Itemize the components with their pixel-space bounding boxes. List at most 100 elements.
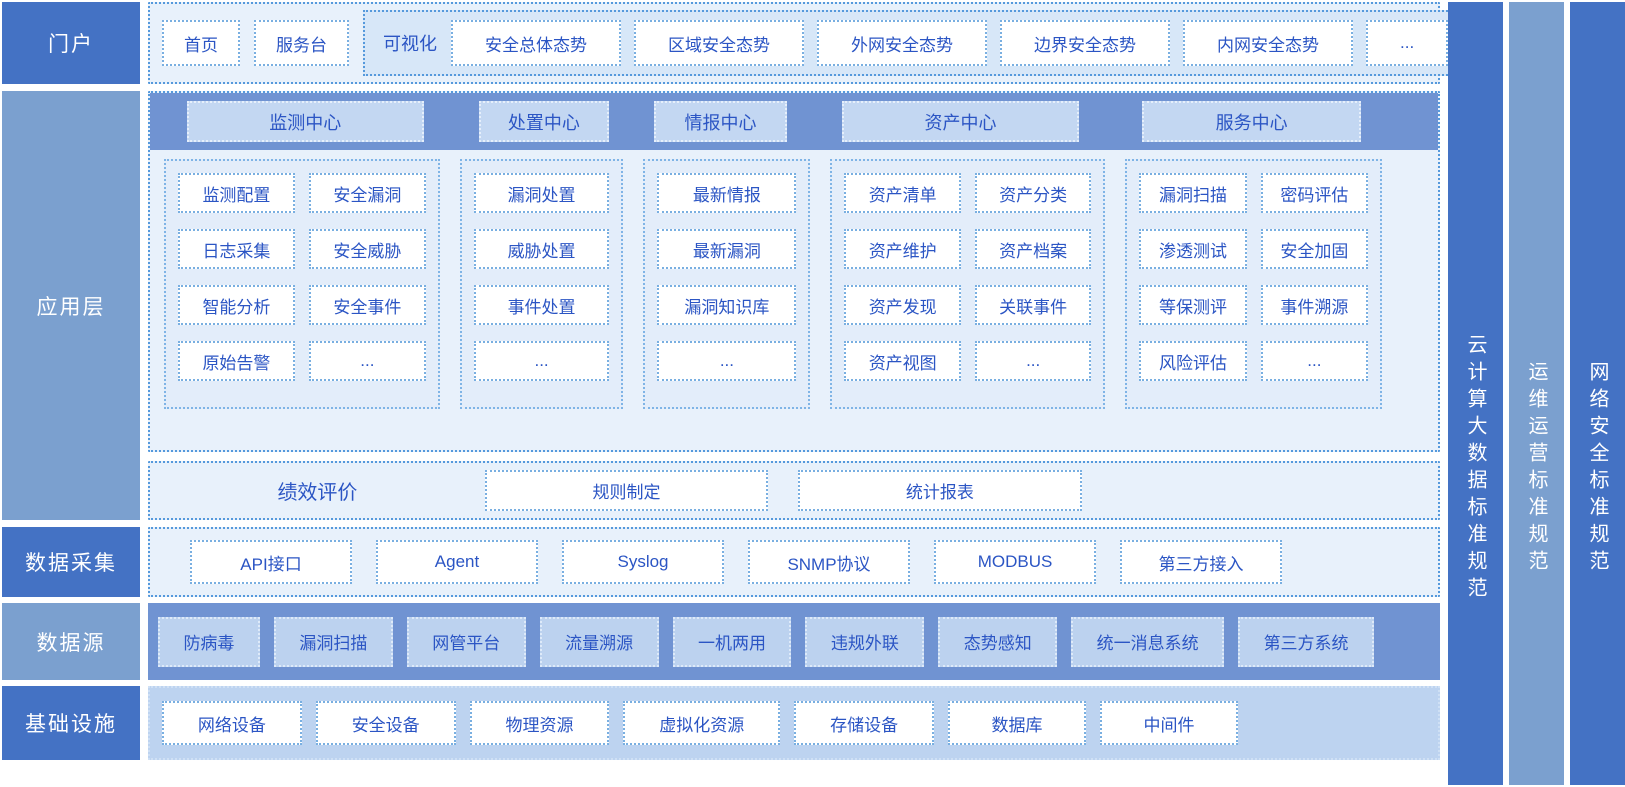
layer-label-infrastructure: 基础设施 [2,686,140,760]
app-module: 资产分类 [974,173,1092,213]
app-module: ... [308,341,426,381]
app-module: 威胁处置 [473,229,610,269]
app-module: ... [1260,341,1369,381]
data-collection-row: API接口 Agent Syslog SNMP协议 MODBUS 第三方接入 [148,527,1440,597]
center-cell: 情报中心 [641,101,800,142]
data-source-item: 网管平台 [406,616,526,667]
collection-method: SNMP协议 [748,540,910,584]
portal-nav-servicedesk: 服务台 [254,20,349,66]
app-module: ... [473,341,610,381]
module-list: 安全漏洞安全威胁安全事件... [308,173,426,395]
data-source-item: 流量溯源 [539,616,659,667]
app-module: 安全漏洞 [308,173,426,213]
app-module: ... [657,341,797,381]
module-list: 资产清单资产维护资产发现资产视图 [844,173,961,395]
infrastructure-item: 网络设备 [162,701,302,745]
app-module: 资产视图 [844,341,961,381]
data-source-item: 一机两用 [672,616,792,667]
performance-row: 绩效评价 规则制定 统计报表 [148,461,1440,520]
layer-label-data-collection: 数据采集 [2,527,140,597]
app-module: 安全威胁 [308,229,426,269]
app-module: 资产清单 [844,173,961,213]
standards-bars: 云计算大数据标准规范 运维运营标准规范 网络安全标准规范 [1448,2,1625,787]
app-module: 最新情报 [657,173,797,213]
visualization-item: 安全总体态势 [451,20,621,66]
standard-bar-network-security: 网络安全标准规范 [1570,2,1625,785]
visualization-label: 可视化 [383,34,437,54]
column-intelligence-center: 最新情报最新漏洞漏洞知识库... [643,159,811,409]
app-module: 渗透测试 [1139,229,1247,269]
performance-evaluation-label: 绩效评价 [277,482,358,504]
app-module: 智能分析 [178,285,295,325]
app-module: 安全事件 [308,285,426,325]
module-list: 密码评估安全加固事件溯源... [1260,173,1369,395]
layer-label-data-source: 数据源 [2,603,140,680]
data-source-item: 统一消息系统 [1071,616,1225,667]
app-module: 密码评估 [1260,173,1369,213]
app-module: 风险评估 [1139,341,1247,381]
app-module: 漏洞知识库 [657,285,797,325]
module-list: 漏洞扫描渗透测试等保测评风险评估 [1139,173,1247,395]
diagram-body: 首页 服务台 可视化 安全总体态势区域安全态势外网安全态势边界安全态势内网安全态… [148,2,1461,787]
application-panel: 监测中心 处置中心 情报中心 资产中心 服务中心 [148,91,1440,452]
app-module: 资产发现 [844,285,961,325]
application-columns: 监测配置日志采集智能分析原始告警 安全漏洞安全威胁安全事件... 漏洞处置威胁处… [164,159,1382,409]
center-header-service: 服务中心 [1142,101,1362,142]
module-list: 监测配置日志采集智能分析原始告警 [178,173,295,395]
infrastructure-row: 网络设备安全设备物理资源虚拟化资源存储设备数据库中间件 [148,686,1440,760]
center-cell: 资产中心 [820,101,1102,142]
collection-method: Agent [376,540,538,584]
layer-label-portal: 门户 [2,2,140,84]
center-header-monitoring: 监测中心 [186,101,424,142]
app-module: 监测配置 [178,173,295,213]
data-source-item: 违规外联 [805,616,925,667]
visualization-item: 外网安全态势 [817,20,987,66]
standard-bar-ops-operation: 运维运营标准规范 [1509,2,1564,785]
app-module: 安全加固 [1260,229,1369,269]
visualization-item: 边界安全态势 [1000,20,1170,66]
data-source-item: 第三方系统 [1238,616,1375,667]
app-module: 事件溯源 [1260,285,1369,325]
infrastructure-item: 虚拟化资源 [623,701,781,745]
visualization-item: 内网安全态势 [1183,20,1353,66]
app-module: 资产维护 [844,229,961,269]
application-layer-region: 监测中心 处置中心 情报中心 资产中心 服务中心 [148,91,1440,520]
center-header-asset: 资产中心 [842,101,1079,142]
module-list: 资产分类资产档案关联事件... [974,173,1092,395]
center-cell: 处置中心 [467,101,622,142]
portal-row: 首页 服务台 可视化 安全总体态势区域安全态势外网安全态势边界安全态势内网安全态… [148,2,1461,84]
column-disposal-center: 漏洞处置威胁处置事件处置... [459,159,624,409]
collection-method: MODBUS [934,540,1096,584]
portal-nav-home: 首页 [162,20,240,66]
center-header-intelligence: 情报中心 [653,101,788,142]
data-source-item: 漏洞扫描 [273,616,393,667]
center-header-disposal: 处置中心 [478,101,609,142]
app-module: 等保测评 [1139,285,1247,325]
app-module: 资产档案 [974,229,1092,269]
infrastructure-item: 存储设备 [794,701,934,745]
center-header-strip: 监测中心 处置中心 情报中心 资产中心 服务中心 [150,93,1438,150]
data-source-item: 态势感知 [938,616,1058,667]
infrastructure-item: 安全设备 [315,701,456,745]
visualization-item: ... [1366,20,1449,66]
collection-method: API接口 [190,540,352,584]
standard-bar-cloud-bigdata: 云计算大数据标准规范 [1448,2,1503,785]
collection-method: Syslog [562,540,724,584]
app-module: 事件处置 [473,285,610,325]
app-module: 原始告警 [178,341,295,381]
visualization-item: 区域安全态势 [634,20,804,66]
column-service-center: 漏洞扫描渗透测试等保测评风险评估 密码评估安全加固事件溯源... [1125,159,1382,409]
center-cell: 监测中心 [164,101,447,142]
infrastructure-item: 中间件 [1099,701,1238,745]
infrastructure-item: 物理资源 [469,701,610,745]
app-module: 漏洞扫描 [1139,173,1247,213]
app-module: 日志采集 [178,229,295,269]
visualization-items: 安全总体态势区域安全态势外网安全态势边界安全态势内网安全态势... [451,20,1449,66]
layer-label-application: 应用层 [2,91,140,520]
app-module: ... [974,341,1092,381]
module-list: 漏洞处置威胁处置事件处置... [473,173,610,395]
collection-method: 第三方接入 [1120,540,1282,584]
column-asset-center: 资产清单资产维护资产发现资产视图 资产分类资产档案关联事件... [830,159,1106,409]
data-source-row: 防病毒漏洞扫描网管平台流量溯源一机两用违规外联态势感知统一消息系统第三方系统 [148,603,1440,680]
